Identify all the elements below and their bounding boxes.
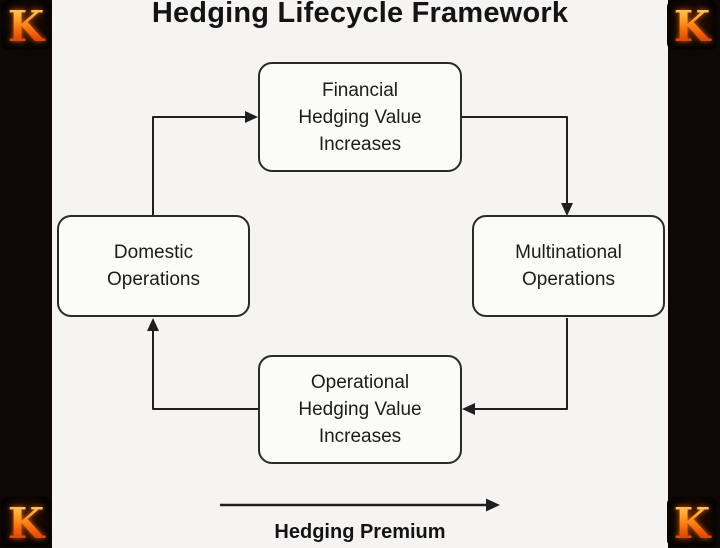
arrow-financial-to-multinational [462, 116, 568, 204]
node-label-line: Hedging Value [298, 106, 422, 128]
arrow-domestic-to-financial [152, 116, 246, 216]
arrowhead-left-icon [462, 403, 475, 415]
node-label-line: Domestic [113, 242, 194, 263]
node-label-line: Operational [310, 372, 410, 393]
node-label-line: Financial [321, 79, 399, 101]
flaming-k-logo-bottom-left: K [1, 497, 51, 547]
svg-text:K: K [674, 2, 712, 50]
node-label-line: Increases [318, 426, 402, 447]
node-multinational-operations: Multinational Operations [472, 215, 665, 317]
premium-arrowhead-right-icon [486, 498, 500, 512]
svg-text:K: K [8, 2, 46, 50]
node-operational-hedging: Operational Hedging Value Increases [258, 355, 462, 464]
flaming-k-icon: K [8, 499, 46, 547]
node-label-line: Hedging Value [298, 399, 422, 420]
left-watermark-bar [0, 0, 52, 548]
node-label-line: Operations [522, 269, 615, 290]
node-label-line: Operations [107, 269, 200, 290]
svg-text:K: K [674, 499, 712, 547]
node-financial-hedging: Financial Hedging Value Increases [258, 62, 462, 172]
flaming-k-icon: K [8, 2, 46, 50]
flaming-k-logo-top-right: K [667, 0, 717, 50]
svg-text:K: K [8, 499, 46, 547]
flaming-k-logo-top-left: K [1, 0, 51, 50]
node-label-line: Multinational [515, 242, 622, 263]
flaming-k-logo-bottom-right: K [667, 497, 717, 547]
flaming-k-icon: K [674, 2, 712, 50]
right-watermark-bar [668, 0, 720, 548]
arrow-multinational-to-operational [474, 318, 568, 410]
arrow-operational-to-domestic [152, 330, 258, 410]
node-label-line: Increases [318, 133, 402, 155]
arrowhead-up-icon [147, 318, 159, 331]
hedging-premium-label: Hedging Premium [274, 521, 446, 543]
flaming-k-icon: K [674, 499, 712, 547]
node-domestic-operations: Domestic Operations [57, 215, 250, 317]
arrowhead-right-icon [245, 111, 258, 123]
page-title: Hedging Lifecycle Framework [151, 0, 569, 29]
